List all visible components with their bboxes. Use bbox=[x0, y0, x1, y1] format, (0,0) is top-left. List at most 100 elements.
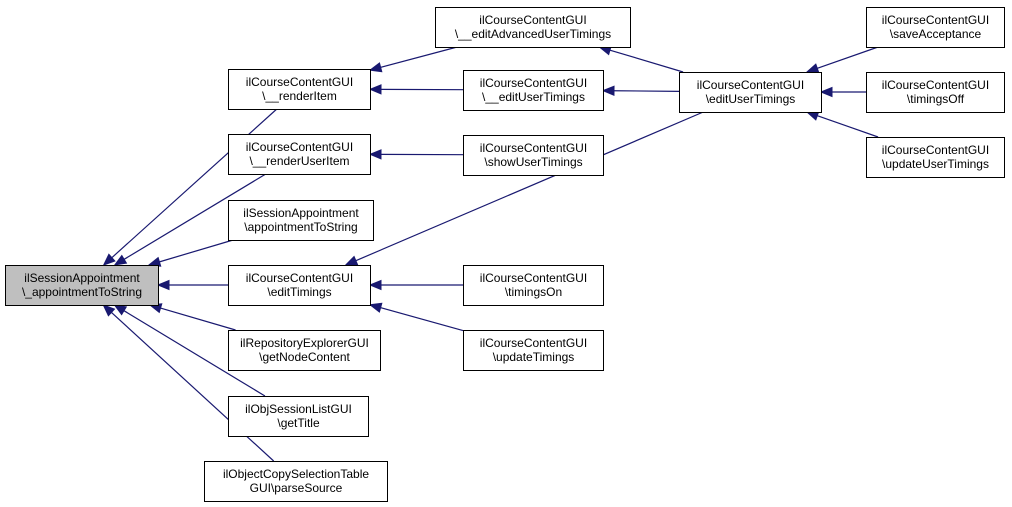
node-box bbox=[228, 396, 369, 437]
node-box bbox=[866, 7, 1005, 48]
edge-line bbox=[817, 46, 879, 69]
node-label: ilCourseContentGUI bbox=[882, 143, 989, 157]
node-box bbox=[866, 72, 1005, 113]
node-label: \updateTimings bbox=[493, 350, 575, 364]
node-label: \__renderUserItem bbox=[249, 154, 349, 168]
arrowhead bbox=[819, 86, 833, 98]
node-getTitle: ilObjSessionListGUI\getTitle bbox=[228, 396, 369, 437]
edge-updateTimings-to-editTimings bbox=[368, 302, 464, 332]
arrowhead bbox=[368, 84, 382, 95]
edge-getNodeContent-to-root bbox=[148, 303, 236, 331]
node-timingsOff: ilCourseContentGUI\timingsOff bbox=[866, 72, 1005, 113]
node-label: \editUserTimings bbox=[706, 92, 796, 106]
node-label: ilRepositoryExplorerGUI bbox=[240, 336, 369, 350]
edge-parseSource-to-root bbox=[102, 304, 275, 462]
edge-timingsOff-to-editUserTimings bbox=[819, 86, 866, 98]
node-label: ilCourseContentGUI bbox=[246, 75, 353, 89]
node-label: ilSessionAppointment bbox=[24, 271, 140, 285]
arrowhead bbox=[156, 279, 170, 291]
edge-renderItem-to-root bbox=[102, 108, 278, 266]
node-editAdvUserTimings: ilCourseContentGUI\__editAdvancedUserTim… bbox=[435, 7, 631, 48]
arrowhead bbox=[368, 149, 382, 160]
node-label: \getTitle bbox=[277, 416, 320, 430]
node-box bbox=[463, 265, 604, 306]
node-label: \getNodeContent bbox=[259, 350, 350, 364]
node-label: ilCourseContentGUI bbox=[479, 13, 586, 27]
edge-editUserTimings-to-editAdvUserTimings bbox=[598, 45, 684, 73]
node-parseSource: ilObjectCopySelectionTableGUI\parseSourc… bbox=[204, 461, 388, 502]
node-label: GUI\parseSource bbox=[250, 481, 343, 495]
node-label: \__editAdvancedUserTimings bbox=[455, 27, 611, 41]
node-label: \saveAcceptance bbox=[890, 27, 982, 41]
arrowhead bbox=[368, 62, 383, 73]
node-box bbox=[463, 330, 604, 371]
node-label: ilCourseContentGUI bbox=[246, 140, 353, 154]
edge-line bbox=[613, 90, 680, 92]
node-label: ilCourseContentGUI bbox=[882, 13, 989, 27]
edge-line bbox=[159, 239, 234, 263]
node-label: ilCourseContentGUI bbox=[882, 78, 989, 92]
node-label: \__renderItem bbox=[262, 89, 337, 103]
node-showUserTimings: ilCourseContentGUI\showUserTimings bbox=[463, 135, 604, 176]
node-label: \appointmentToString bbox=[244, 220, 357, 234]
arrowhead bbox=[102, 304, 116, 317]
edge-editUserTimings_-to-renderItem bbox=[368, 84, 464, 95]
node-editUserTimings: ilCourseContentGUI\editUserTimings bbox=[679, 72, 822, 113]
node-label: \__editUserTimings bbox=[482, 90, 585, 104]
node-sessAppToString: ilSessionAppointment\appointmentToString bbox=[228, 200, 374, 241]
edge-line bbox=[123, 310, 266, 397]
edge-line bbox=[355, 111, 704, 262]
node-root: ilSessionAppointment\_appointmentToStrin… bbox=[5, 265, 159, 306]
arrowhead bbox=[102, 253, 116, 266]
arrowhead bbox=[805, 63, 820, 74]
node-editTimings: ilCourseContentGUI\editTimings bbox=[228, 265, 371, 306]
edge-line bbox=[123, 173, 267, 260]
edge-updateUserTimings-to-editUserTimings bbox=[805, 110, 879, 138]
node-label: \updateUserTimings bbox=[882, 157, 989, 171]
edge-editAdvUserTimings-to-renderItem bbox=[368, 46, 458, 73]
node-box bbox=[228, 200, 374, 241]
edge-saveAcceptance-to-editUserTimings bbox=[805, 46, 879, 74]
edge-editUserTimings-to-editTimings bbox=[344, 111, 704, 266]
node-label: ilCourseContentGUI bbox=[480, 271, 587, 285]
edge-editTimings-to-root bbox=[156, 279, 228, 291]
arrowhead bbox=[601, 85, 615, 96]
node-label: \editTimings bbox=[267, 285, 331, 299]
node-saveAcceptance: ilCourseContentGUI\saveAcceptance bbox=[866, 7, 1005, 48]
node-label: \showUserTimings bbox=[484, 155, 582, 169]
edge-line bbox=[380, 46, 458, 68]
node-getNodeContent: ilRepositoryExplorerGUI\getNodeContent bbox=[228, 330, 381, 371]
node-label: ilCourseContentGUI bbox=[480, 336, 587, 350]
node-label: ilObjectCopySelectionTable bbox=[223, 467, 369, 481]
node-box bbox=[463, 70, 604, 111]
node-updateTimings: ilCourseContentGUI\updateTimings bbox=[463, 330, 604, 371]
node-updateUserTimings: ilCourseContentGUI\updateUserTimings bbox=[866, 137, 1005, 178]
node-label: ilCourseContentGUI bbox=[480, 141, 587, 155]
node-timingsOn: ilCourseContentGUI\timingsOn bbox=[463, 265, 604, 306]
node-box bbox=[435, 7, 631, 48]
node-label: ilCourseContentGUI bbox=[697, 78, 804, 92]
edge-editUserTimings-to-editUserTimings_ bbox=[601, 85, 680, 96]
nodes: ilSessionAppointment\_appointmentToStrin… bbox=[5, 7, 1005, 502]
node-box bbox=[5, 265, 159, 306]
node-box bbox=[463, 135, 604, 176]
node-box bbox=[228, 69, 371, 110]
edge-line bbox=[817, 115, 879, 138]
node-label: ilSessionAppointment bbox=[243, 206, 359, 220]
edge-line bbox=[111, 108, 278, 259]
edge-line bbox=[380, 307, 464, 332]
node-label: \timingsOn bbox=[505, 285, 562, 299]
node-box bbox=[228, 330, 381, 371]
node-renderUserItem: ilCourseContentGUI\__renderUserItem bbox=[228, 134, 371, 175]
arrowhead bbox=[344, 255, 359, 266]
node-box bbox=[228, 134, 371, 175]
node-renderItem: ilCourseContentGUI\__renderItem bbox=[228, 69, 371, 110]
node-label: ilCourseContentGUI bbox=[480, 76, 587, 90]
node-label: ilObjSessionListGUI bbox=[245, 402, 352, 416]
node-label: ilCourseContentGUI bbox=[246, 271, 353, 285]
node-label: \timingsOff bbox=[907, 92, 965, 106]
edge-showUserTimings-to-renderUserItem bbox=[368, 149, 464, 160]
arrowhead bbox=[113, 304, 128, 316]
edge-renderUserItem-to-root bbox=[113, 173, 267, 266]
